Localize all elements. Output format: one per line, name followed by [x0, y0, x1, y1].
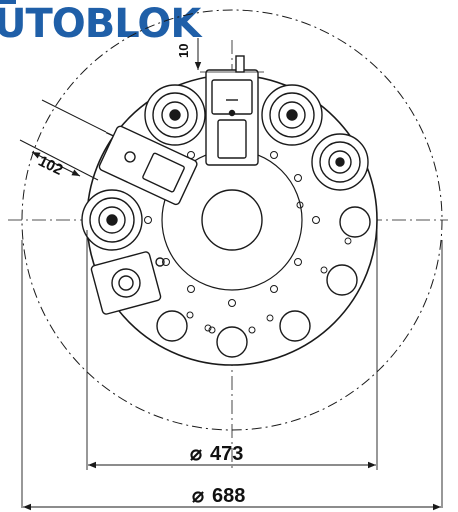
top-left-tool-holder: [98, 125, 198, 206]
tool-chuck-2: [261, 84, 323, 146]
plate-center-bore: [201, 189, 263, 251]
dimension-102-label: 102: [35, 153, 65, 179]
station-hole-details: [204, 237, 352, 332]
empty-station-holes: [156, 206, 371, 358]
brand-logo: UTOBLOK: [0, 1, 201, 47]
brand-accent-bar: [0, 0, 16, 4]
dimension-10-label: 10: [176, 44, 191, 58]
dimension-102: [19, 99, 107, 181]
diameter-473-symbol: ⌀: [190, 443, 202, 465]
lower-left-tool-holder: [90, 251, 165, 315]
diameter-473-value: 473: [210, 443, 243, 465]
tool-chuck-1: [144, 84, 206, 146]
plate-bolt-holes: [144, 136, 320, 334]
tool-chuck-3: [311, 133, 369, 191]
tool-chuck-4: [81, 189, 143, 251]
diameter-688-symbol: ⌀: [192, 485, 204, 507]
diameter-extension-lines: [21, 230, 443, 508]
top-tool-holder: [200, 55, 264, 166]
diameter-688-value: 688: [212, 485, 245, 507]
